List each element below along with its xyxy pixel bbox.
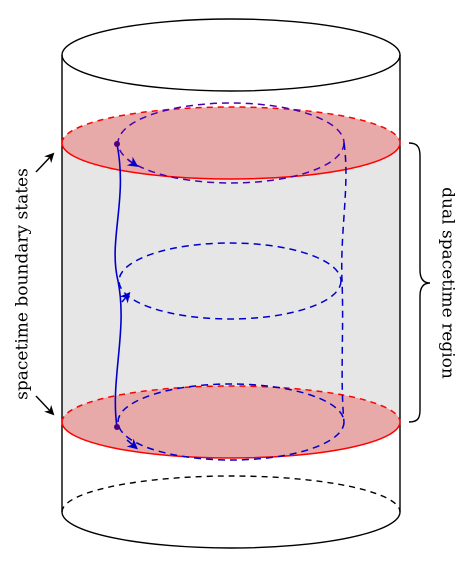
cylinder-bottom-back [61,475,401,513]
bottom-boundary-arrow [35,395,55,416]
top-loop-arrow [126,156,139,167]
middle-loop-arrow [119,291,131,304]
cylinder-top-rim [61,18,401,92]
dual-region-band [62,143,400,458]
bottom-point [114,424,120,430]
left-label: spacetime boundary states [13,168,33,400]
right-label: dual spacetime region [438,187,458,379]
boundary-curve [114,143,122,428]
bottom-disk-front-edge [61,421,401,459]
top-boundary-arrow [35,152,55,173]
top-boundary-disk [62,107,400,179]
top-disk-back-edge [61,106,401,144]
bottom-loop-arrow [126,438,138,450]
cylinder-bottom-front [61,511,401,549]
top-point [114,141,120,147]
top-disk-front-edge [61,142,401,180]
right-brace [408,142,431,423]
middle-dashed-loop [118,242,342,320]
dashed-vertical-path [340,142,347,423]
bottom-disk-back-edge [61,385,401,423]
bottom-boundary-disk [62,386,400,458]
